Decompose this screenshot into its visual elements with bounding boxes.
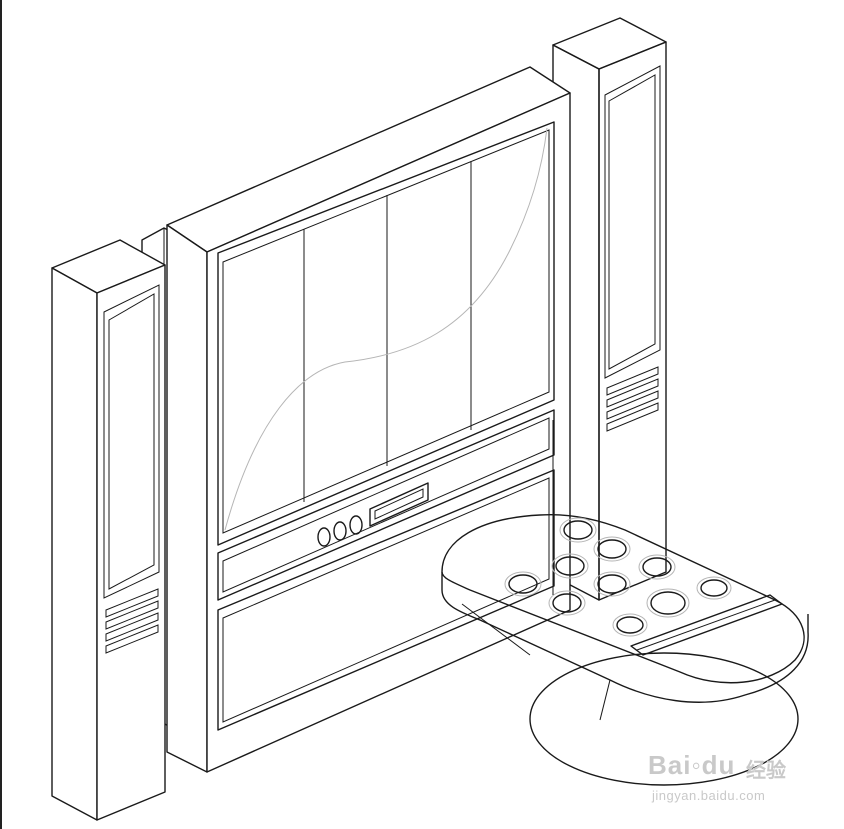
baidu-jingyan-watermark: Bai◦du 经验 jingyan.baidu.com <box>648 750 818 810</box>
display-slot-icon <box>369 482 429 527</box>
remote-button-icon <box>597 574 627 594</box>
remote-button-icon <box>508 574 538 594</box>
right-speaker-lower <box>552 420 600 600</box>
remote-button-icon <box>700 579 728 597</box>
watermark-brand: Bai◦du <box>648 750 736 780</box>
floor-shadow-ellipse <box>529 652 799 786</box>
remote-button-icon <box>650 591 686 615</box>
left-speaker <box>51 239 166 821</box>
left-speaker-grille <box>103 284 160 654</box>
tv-screen <box>217 121 555 546</box>
remote-button-icon <box>597 539 627 559</box>
remote-screen <box>630 594 783 656</box>
remote-button-icon <box>642 557 672 577</box>
image-left-border <box>0 0 2 829</box>
remote-button-icon <box>563 520 593 540</box>
tv-control-strip <box>217 409 555 601</box>
watermark-product: 经验 <box>746 758 786 782</box>
remote-button-icon <box>616 616 644 634</box>
control-knob-icon <box>333 521 347 541</box>
tv-drawer <box>217 469 555 731</box>
control-knob-icon <box>349 515 363 535</box>
remote-control <box>441 513 809 786</box>
remote-button-icon <box>555 556 585 576</box>
watermark-url: jingyan.baidu.com <box>652 788 766 803</box>
screen-guide-curve <box>224 127 548 531</box>
tv-cabinet <box>141 66 571 773</box>
remote-button-icon <box>552 593 582 613</box>
control-knob-icon <box>317 527 331 547</box>
remote-buttons <box>504 517 732 637</box>
right-speaker-grille <box>604 65 661 432</box>
